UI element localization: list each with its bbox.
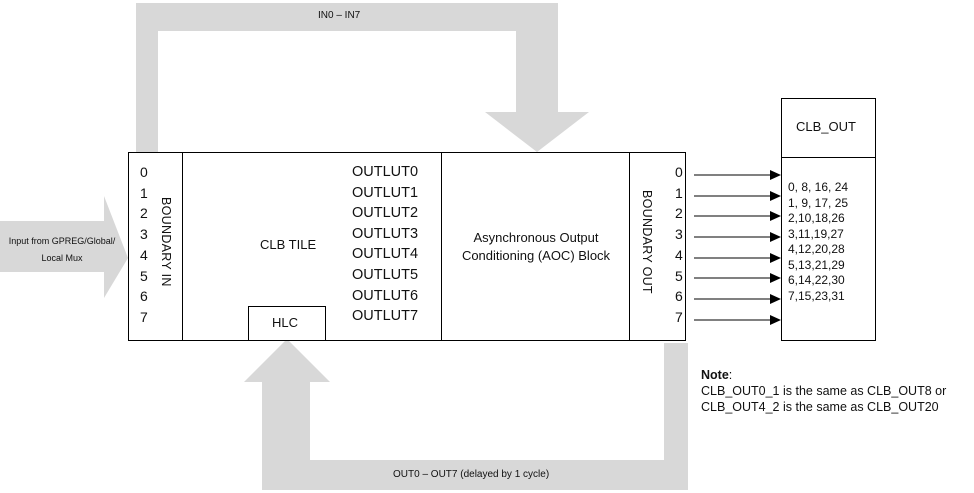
boundary-in-number: 3 [140,226,148,243]
top-arrow-label: IN0 – IN7 [318,10,361,21]
boundary-out-number: 5 [675,267,683,284]
clb-out-list-box [781,157,876,341]
clb-out-row: 3,11,19,27 [788,226,844,241]
clb-out-row: 5,13,21,29 [788,257,845,272]
main-block-outline [128,152,686,341]
boundary-out-number: 1 [675,184,683,201]
boundary-in-number: 1 [140,184,148,201]
clb-out-header: CLB_OUT [796,119,856,134]
clb-out-row: 1, 9, 17, 25 [788,195,849,210]
note-colon: : [728,368,733,382]
boundary-out-number: 3 [675,226,683,243]
hlc-box [248,306,326,341]
boundary-in-number: 6 [140,288,148,305]
clb-out-header-box [781,98,876,158]
input-arrow [0,196,128,298]
hlc-label: HLC [272,315,299,330]
clb-out-row: 2,10,18,26 [788,211,845,225]
clb-out-row: 4,12,20,28 [788,242,845,256]
input-label-line2: Local Mux [41,253,83,263]
note-line1: CLB_OUT0_1 is the same as CLB_OUT8 or [701,384,947,398]
aoc-label-line2: Conditioning (AOC) Block [461,248,611,263]
boundary-in-numbers: 0 1 2 3 4 5 6 7 [140,162,148,328]
boundary-out-number: 7 [675,308,683,325]
clb-out-row: 7,15,23,31 [788,288,845,303]
outlut-item: OUTLUT5 [352,266,419,283]
note-line2: CLB_OUT4_2 is the same as CLB_OUT20 [701,400,939,414]
boundary-in-label: BOUNDARY IN [159,197,173,287]
output-arrows [694,170,781,325]
boundary-in-number: 0 [140,164,148,180]
clb-out-row: 0, 8, 16, 24 [788,180,849,194]
clb-out-row: 6,14,22,30 [788,273,845,287]
outlut-item: OUTLUT2 [352,205,419,222]
outlut-item: OUTLUT4 [352,246,419,263]
aoc-label-line1: Asynchronous Output [473,230,599,245]
outlut-item: OUTLUT1 [352,184,419,201]
clb-out-list: 0, 8, 16, 24 1, 9, 17, 25 2,10,18,26 3,1… [788,180,848,304]
input-arrow-label: Input from GPREG/Global/ Local Mux [0,233,124,267]
note-title-line: Note: [701,367,946,383]
input-label-line1: Input from GPREG/Global/ [8,236,116,246]
boundary-in-number: 4 [140,246,148,263]
note-block: Note: CLB_OUT0_1 is the same as CLB_OUT8… [701,367,946,415]
boundary-out-number: 6 [675,288,683,305]
bottom-arrow-label: OUT0 – OUT7 (delayed by 1 cycle) [393,469,550,480]
top-arrow [136,3,589,152]
outlut-item: OUTLUT0 [352,164,419,180]
boundary-out-number: 2 [675,205,683,222]
outlut-item: OUTLUT6 [352,287,419,304]
boundary-out-number: 4 [675,246,683,263]
note-title: Note [701,368,729,382]
boundary-out-number: 0 [675,164,683,180]
aoc-label: Asynchronous Output Conditioning (AOC) B… [446,229,626,265]
bottom-arrow [244,339,688,490]
boundary-in-number: 5 [140,267,148,284]
outlut-item: OUTLUT3 [352,225,419,242]
outlut-item: OUTLUT7 [352,308,419,325]
boundary-out-label: BOUNDARY OUT [640,190,654,294]
boundary-in-number: 7 [140,308,148,325]
clb-tile-label: CLB TILE [260,237,317,252]
boundary-out-numbers: 0 1 2 3 4 5 6 7 [675,162,683,328]
outlut-list: OUTLUT0 OUTLUT1 OUTLUT2 OUTLUT3 OUTLUT4 … [352,162,418,327]
boundary-in-number: 2 [140,205,148,222]
